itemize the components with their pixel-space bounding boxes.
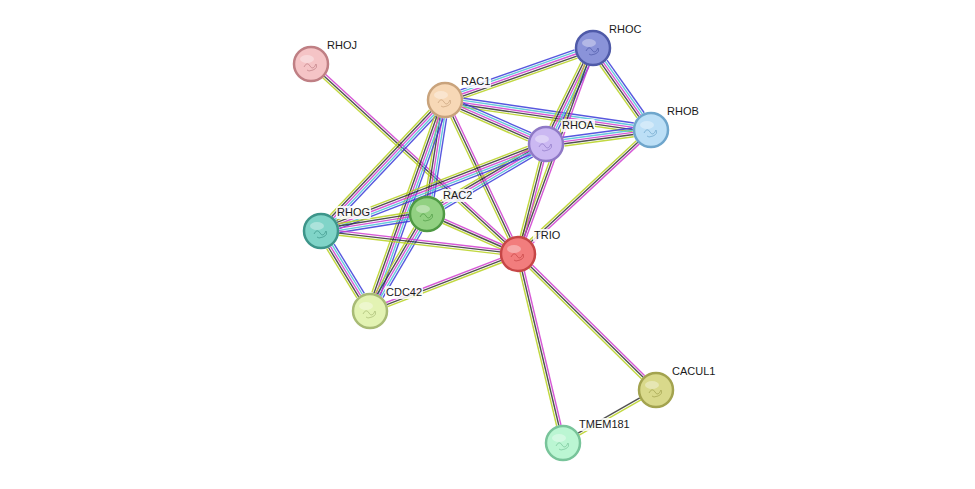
protein-node: TMEM181 [544, 424, 582, 462]
evidence-line [602, 64, 639, 117]
node-circle [499, 235, 537, 273]
interaction-edge [600, 60, 644, 118]
evidence-line [444, 219, 502, 245]
evidence-line [463, 103, 531, 133]
node-circle [637, 371, 675, 409]
evidence-line [522, 161, 541, 236]
evidence-line [564, 135, 633, 144]
protein-node: CDC42 [351, 292, 389, 330]
protein-node: RHOJ [292, 45, 330, 83]
evidence-line [388, 263, 502, 307]
evidence-line [324, 76, 504, 242]
protein-label: RHOG [336, 206, 371, 219]
node-circle [632, 111, 670, 149]
evidence-line [462, 107, 530, 137]
evidence-line [461, 109, 529, 139]
evidence-line [522, 272, 559, 426]
protein-label: RHOJ [326, 39, 358, 52]
interaction-edge [522, 64, 589, 238]
node-circle [544, 424, 582, 462]
node-circle [527, 125, 565, 163]
protein-label: RHOB [666, 105, 700, 118]
node-circle [574, 29, 612, 67]
evidence-line [462, 54, 576, 94]
evidence-line [564, 132, 633, 141]
protein-label: RAC1 [460, 75, 491, 88]
interaction-edge [327, 244, 365, 298]
evidence-line [443, 221, 501, 247]
evidence-line [520, 161, 539, 236]
evidence-line [564, 137, 633, 146]
protein-label: RHOC [608, 23, 642, 36]
evidence-line [522, 64, 585, 236]
evidence-line [600, 65, 637, 118]
interaction-edge [339, 231, 501, 254]
evidence-line [339, 235, 500, 254]
node-circle [426, 81, 464, 119]
evidence-line [607, 60, 644, 113]
interaction-edge [578, 398, 641, 435]
protein-label: RAC2 [442, 189, 473, 202]
evidence-line [578, 398, 640, 433]
evidence-line [531, 267, 643, 378]
evidence-line [603, 63, 640, 116]
node-circle [302, 212, 340, 250]
evidence-line [524, 65, 587, 237]
evidence-line [330, 246, 360, 295]
evidence-line [329, 247, 359, 296]
evidence-line [461, 50, 575, 90]
evidence-line [460, 111, 528, 141]
protein-node: RHOB [632, 111, 670, 149]
node-circle [351, 292, 389, 330]
protein-label: TMEM181 [578, 418, 631, 431]
interaction-edge [386, 258, 502, 306]
node-circle [292, 45, 330, 83]
protein-node: RAC1 [426, 81, 464, 119]
evidence-line [605, 61, 642, 114]
evidence-line [339, 231, 500, 250]
evidence-line [524, 271, 561, 425]
protein-node: CACUL1 [637, 371, 675, 409]
interaction-edge [520, 271, 561, 426]
evidence-line [443, 223, 501, 249]
evidence-line [532, 265, 644, 376]
protein-node: RHOC [574, 29, 612, 67]
node-circle [408, 195, 446, 233]
protein-label: RHOA [561, 119, 595, 132]
protein-node: RHOA [527, 125, 565, 163]
interaction-edge [460, 103, 532, 141]
protein-label: CDC42 [385, 286, 423, 299]
evidence-line [327, 249, 357, 298]
protein-label: CACUL1 [671, 365, 716, 378]
interaction-edge [461, 50, 578, 98]
evidence-line [326, 75, 506, 241]
evidence-line [339, 233, 500, 252]
protein-node: RAC2 [408, 195, 446, 233]
interaction-edge [520, 161, 543, 237]
evidence-line [520, 272, 557, 426]
evidence-line [462, 105, 530, 135]
evidence-line [526, 66, 589, 238]
evidence-line [332, 245, 362, 294]
evidence-line [525, 162, 544, 237]
protein-node: TRIO [499, 235, 537, 273]
protein-label: TRIO [533, 229, 561, 242]
protein-node: RHOG [302, 212, 340, 250]
